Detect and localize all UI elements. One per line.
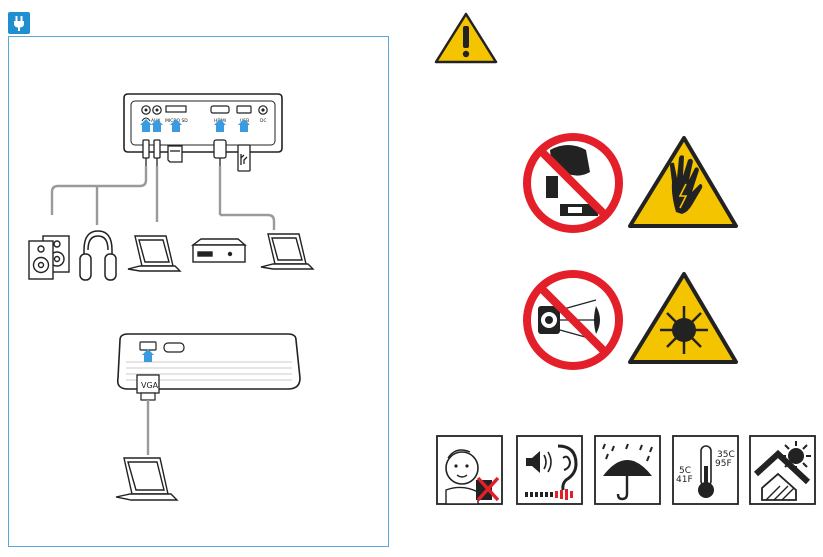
no-touch-icon — [523, 133, 623, 233]
headphones-icon — [79, 230, 117, 281]
projector-rear-view: AUX MICRO SD HDMI USB DC — [123, 93, 283, 153]
temp-high-celsius: 35C — [717, 450, 735, 460]
warning-symbols: 35C 95F 5C 41F — [434, 12, 816, 505]
electric-hazard-icon — [628, 136, 738, 228]
temp-high-fahrenheit: 95F — [715, 459, 732, 469]
connection-diagram-frame — [8, 36, 389, 547]
projector-front-view: VGA — [116, 333, 301, 401]
no-stare-icon — [523, 270, 623, 370]
no-sunlight-icon — [749, 435, 816, 505]
cable-plugs — [142, 139, 251, 172]
vga-label: VGA — [141, 381, 159, 390]
connection-diagram: AUX MICRO SD HDMI USB DC — [28, 93, 315, 501]
media-player-icon — [190, 238, 247, 263]
warning-triangle-icon — [434, 12, 498, 64]
child-icon — [436, 435, 503, 505]
no-rain-icon — [594, 435, 661, 505]
port-label-dc: DC — [260, 118, 267, 124]
temperature-icon: 35C 95F 5C 41F — [672, 435, 739, 505]
laptop-icon — [115, 457, 179, 501]
laptop-icon — [127, 235, 182, 272]
plug-icon — [14, 16, 24, 31]
temp-low-fahrenheit: 41F — [676, 475, 693, 485]
temp-low-celsius: 5C — [679, 466, 691, 476]
bright-light-icon — [628, 272, 738, 364]
hearing-icon — [516, 435, 583, 505]
plug-badge — [8, 12, 30, 34]
cables — [50, 166, 276, 230]
speakers-icon — [28, 235, 70, 280]
laptop-icon — [260, 233, 315, 270]
